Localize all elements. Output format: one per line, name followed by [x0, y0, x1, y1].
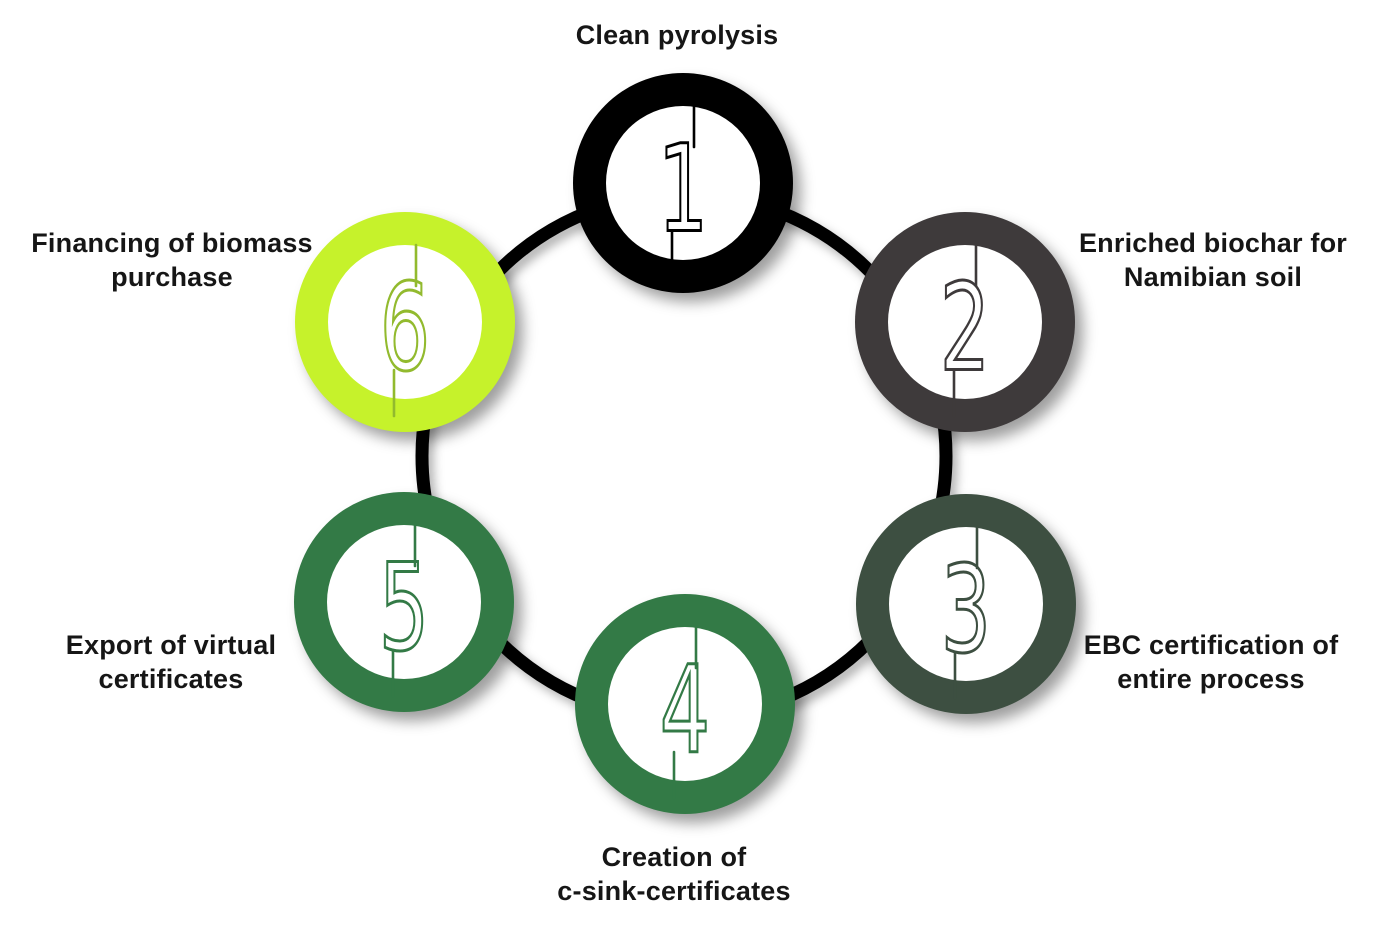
step-label-4-line-2: c-sink-certificates [557, 876, 791, 906]
step-circle-2: 2 [855, 212, 1075, 432]
inner-disc-2 [888, 245, 1042, 399]
step-number-graphic-5: 5 [327, 523, 481, 698]
step-label-2-line-2: Namibian soil [1123, 262, 1303, 292]
step-circle-4: 4 [575, 594, 795, 814]
step-number-4: 4 [660, 640, 710, 779]
step-number-graphic-1: 1 [606, 104, 760, 279]
inner-disc-1 [606, 106, 760, 260]
step-number-3: 3 [941, 540, 991, 679]
step-label-3-line-2: entire process [1117, 664, 1305, 694]
step-label-2: Enriched biochar for Namibian soil [1033, 226, 1378, 294]
step-number-6: 6 [380, 258, 430, 397]
step-label-2-line-1: Enriched biochar for [1078, 228, 1348, 258]
inner-disc-5 [327, 525, 481, 679]
step-number-graphic-4: 4 [608, 625, 762, 800]
step-label-3-line-1: EBC certification of [1083, 630, 1339, 660]
step-circle-1: 1 [573, 73, 793, 293]
step-number-5: 5 [379, 538, 429, 677]
step-label-1: Clean pyrolysis [497, 18, 857, 52]
inner-disc-3 [889, 527, 1043, 681]
inner-disc-4 [608, 627, 762, 781]
step-circle-6: 6 [295, 212, 515, 432]
step-circle-5: 5 [294, 492, 514, 712]
step-number-graphic-3: 3 [889, 525, 1043, 700]
step-number-2: 2 [940, 258, 990, 397]
step-label-1-line-1: Clean pyrolysis [575, 20, 779, 50]
step-label-3: EBC certification of entire process [1031, 628, 1378, 696]
inner-disc-6 [328, 245, 482, 399]
step-circle-3: 3 [856, 494, 1076, 714]
step-label-5-line-1: Export of virtual [65, 630, 277, 660]
step-label-6-line-2: purchase [111, 262, 233, 292]
step-label-4-line-1: Creation of [601, 842, 747, 872]
step-label-6: Financing of biomass purchase [0, 226, 352, 294]
step-label-4: Creation of c-sink-certificates [494, 840, 854, 908]
step-number-graphic-6: 6 [328, 243, 482, 418]
step-label-5-line-2: certificates [98, 664, 244, 694]
step-number-graphic-2: 2 [888, 243, 1042, 418]
step-label-5: Export of virtual certificates [0, 628, 351, 696]
step-number-1: 1 [658, 119, 708, 258]
step-label-6-line-1: Financing of biomass [31, 228, 313, 258]
